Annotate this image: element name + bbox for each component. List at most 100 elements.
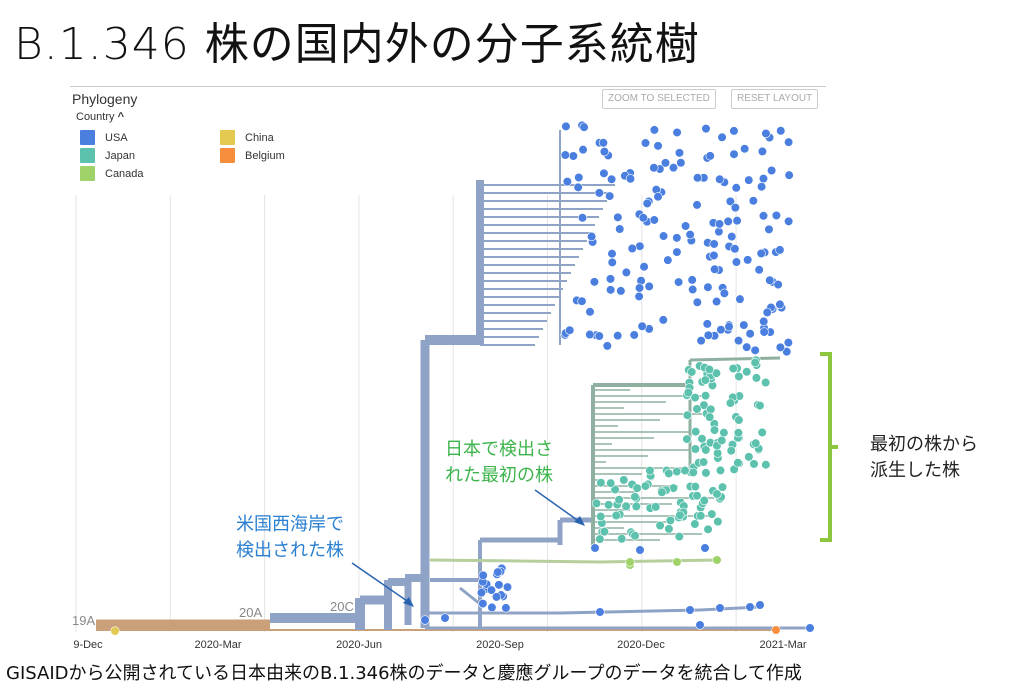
tip — [578, 145, 588, 155]
tip — [690, 392, 700, 403]
axis-tick-label: 2021-Mar — [759, 639, 806, 651]
slide-footer: GISAIDから公開されている日本由来のB.1.346株のデータと慶應グループの… — [6, 663, 802, 684]
tip — [674, 148, 685, 158]
tip — [590, 543, 600, 553]
tip — [606, 174, 617, 184]
tip — [420, 615, 430, 625]
tip — [638, 213, 648, 223]
arrow-head — [403, 597, 414, 607]
tip — [494, 580, 504, 590]
tip — [717, 132, 727, 142]
tip — [672, 247, 682, 257]
tip — [728, 363, 738, 374]
tip — [599, 147, 610, 157]
tip — [660, 158, 671, 168]
tip — [607, 249, 617, 259]
tip — [692, 491, 702, 501]
tip — [476, 588, 487, 598]
branch — [599, 558, 721, 564]
tip — [697, 434, 707, 444]
tip — [502, 582, 513, 592]
tip — [478, 570, 488, 580]
tip — [715, 603, 725, 613]
legend-item-china[interactable]: China — [220, 130, 274, 145]
tip — [649, 215, 659, 225]
tip — [664, 468, 674, 479]
tip — [707, 509, 717, 519]
tip — [729, 149, 739, 159]
tip — [751, 438, 761, 448]
belgium-swatch — [220, 148, 235, 163]
japan-first-annotation: 日本で検出さ れた最初の株 — [445, 437, 553, 489]
tip — [617, 534, 627, 544]
tip — [688, 284, 698, 295]
tip — [110, 626, 120, 636]
tip — [733, 428, 744, 438]
tip — [604, 500, 614, 510]
tip — [711, 296, 722, 307]
tip — [672, 233, 682, 243]
tip — [706, 404, 716, 414]
legend-item-belgium[interactable]: Belgium — [220, 148, 285, 163]
tip — [493, 567, 503, 577]
tip — [731, 257, 742, 267]
tip — [625, 174, 636, 184]
tip — [692, 200, 702, 210]
tip — [560, 150, 570, 160]
tip — [709, 239, 719, 249]
legend-title[interactable]: Country ^ — [76, 111, 124, 123]
tip — [783, 337, 793, 348]
clade-label-20c: 20C — [330, 599, 354, 614]
annotation-line: 最初の株から — [870, 434, 978, 455]
tip — [594, 188, 604, 198]
tip — [658, 315, 668, 325]
tip — [585, 307, 595, 317]
legend-label: Japan — [105, 149, 135, 162]
tip — [771, 210, 782, 221]
branch — [429, 558, 601, 564]
tip — [602, 341, 612, 351]
tip — [805, 623, 815, 633]
tip — [579, 122, 589, 132]
tip — [573, 182, 583, 192]
tip — [730, 244, 740, 254]
tip — [750, 345, 760, 355]
tip — [692, 404, 702, 414]
tip — [713, 517, 723, 527]
tip — [717, 482, 728, 492]
tip — [674, 531, 684, 542]
tip — [657, 487, 667, 497]
tip — [568, 151, 578, 161]
clade-label-19a: 19A — [72, 613, 95, 628]
tip — [701, 445, 711, 455]
tip — [630, 531, 640, 541]
japan-swatch — [80, 148, 95, 163]
legend-item-japan[interactable]: Japan — [80, 148, 135, 163]
tip — [784, 216, 794, 226]
tip — [735, 294, 745, 304]
tip — [627, 243, 637, 254]
tip — [709, 250, 719, 261]
reset-layout-button[interactable]: RESET LAYOUT — [731, 89, 819, 109]
tip — [653, 141, 663, 151]
tip — [699, 495, 709, 506]
tip — [486, 585, 497, 595]
tip — [758, 211, 769, 221]
tip — [644, 281, 654, 292]
tip — [607, 257, 617, 267]
tip — [680, 465, 690, 476]
tip — [715, 465, 726, 476]
tip — [501, 603, 511, 613]
tip — [478, 598, 488, 609]
tip — [587, 231, 597, 242]
tip — [577, 213, 588, 223]
tip — [596, 511, 606, 522]
tip — [700, 543, 710, 553]
legend-item-usa[interactable]: USA — [80, 130, 128, 145]
zoom-to-selected-button[interactable]: ZOOM TO SELECTED — [602, 89, 716, 109]
tip — [751, 373, 762, 383]
tip — [589, 277, 600, 287]
legend-item-canada[interactable]: Canada — [80, 166, 144, 181]
tip — [687, 367, 697, 377]
